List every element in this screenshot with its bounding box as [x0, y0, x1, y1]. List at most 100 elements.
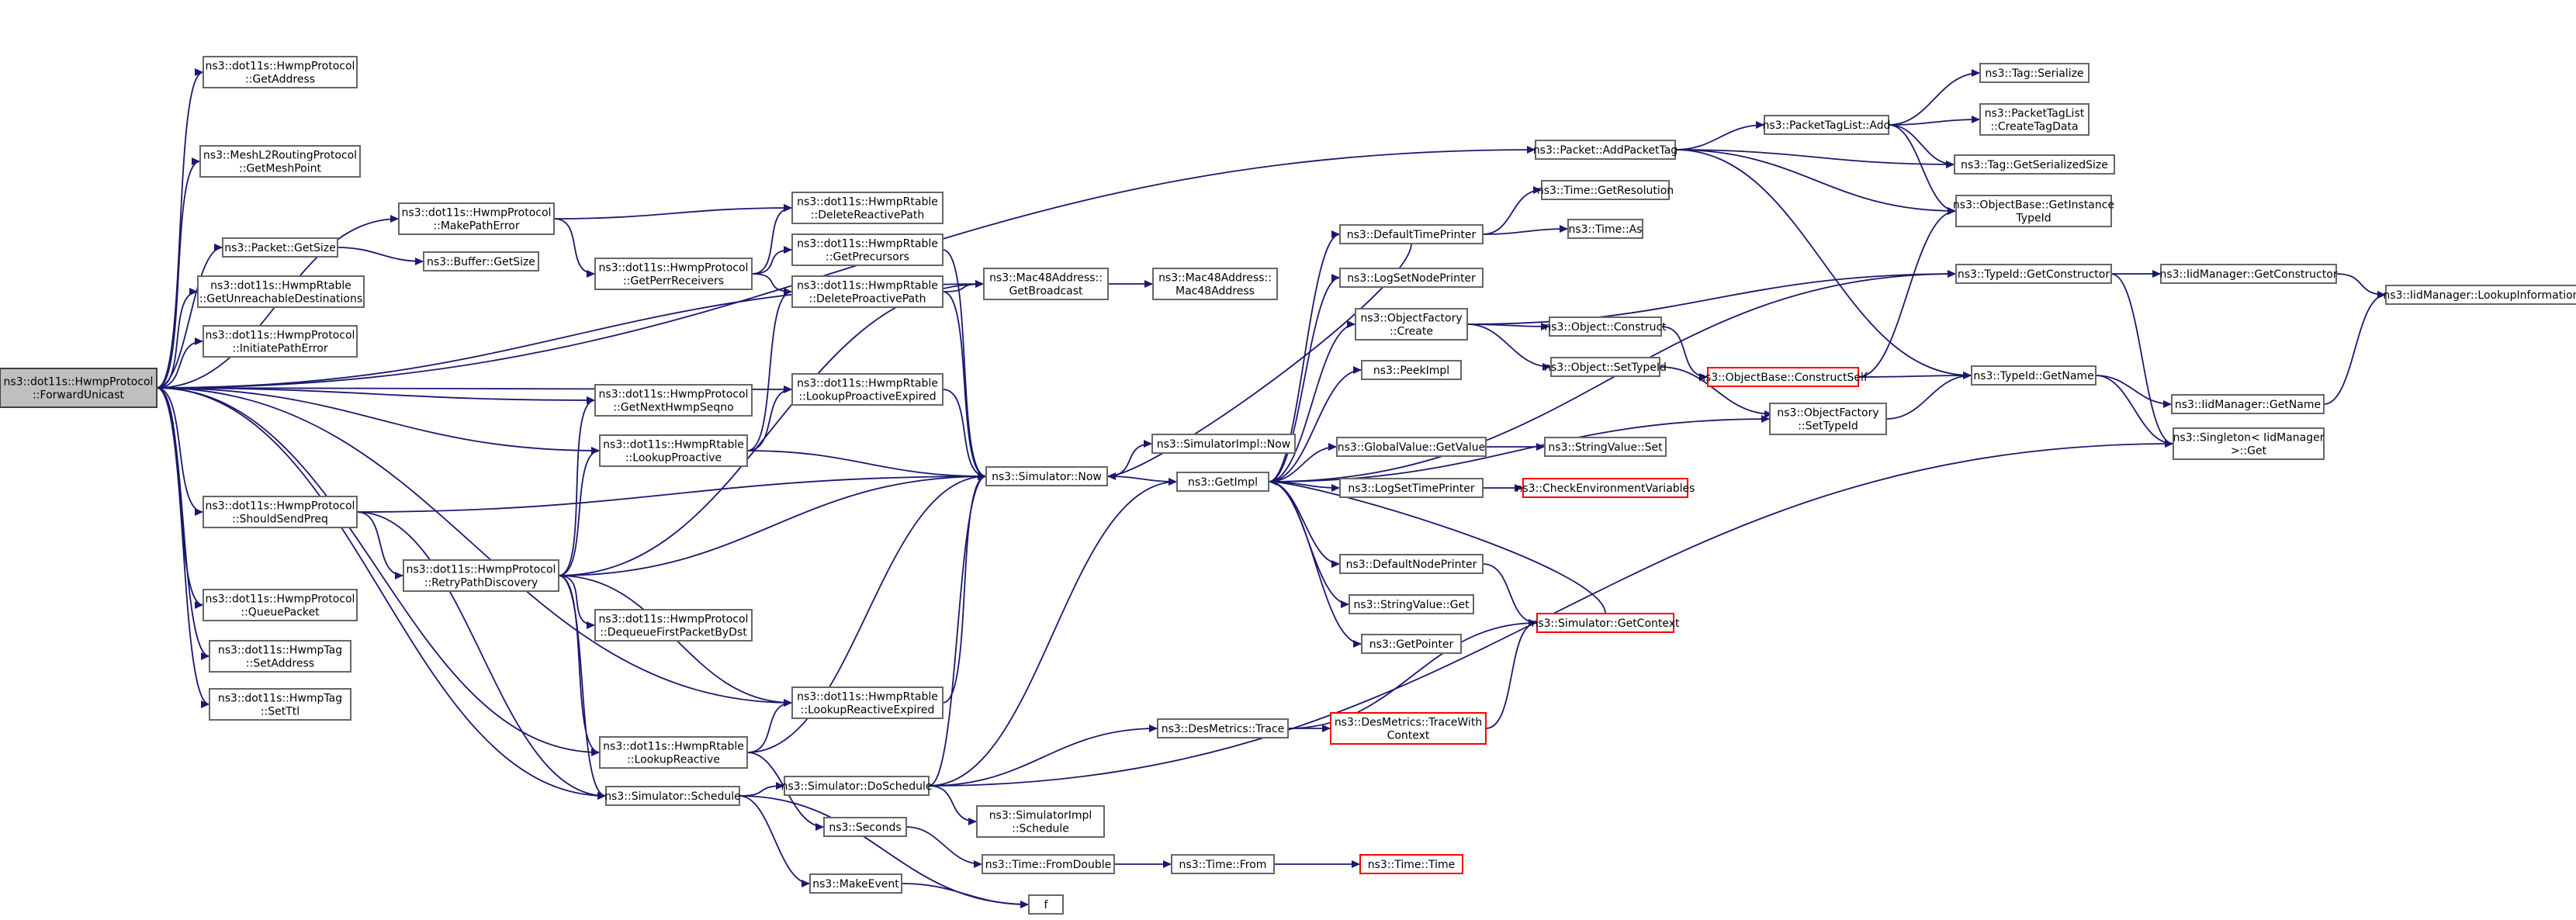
node-check-env[interactable]: ns3::CheckEnvironmentVariables: [1516, 478, 1695, 498]
node-get-context[interactable]: ns3::Simulator::GetContext: [1531, 613, 1680, 633]
node-get-address[interactable]: ns3::dot11s::HwmpProtocol::GetAddress: [203, 56, 358, 88]
node-label-line: ns3::dot11s::HwmpProtocol: [402, 207, 552, 220]
node-f[interactable]: f: [1028, 894, 1064, 915]
node-global-get-value[interactable]: ns3::GlobalValue::GetValue: [1336, 437, 1487, 457]
node-label-line: ns3::Time::GetResolution: [1537, 185, 1674, 197]
edge-get-precursors-to-sim-now: [942, 249, 987, 477]
arrowhead: [1764, 410, 1773, 418]
edge-get-impl-to-get-pointer: [1268, 481, 1362, 645]
node-lookup-proactive[interactable]: ns3::dot11s::HwmpRtable::LookupProactive: [599, 434, 748, 467]
arrowhead: [201, 700, 209, 708]
edge-packet-tag-list-add-to-create-tag-data: [1888, 119, 1981, 126]
node-get-broadcast[interactable]: ns3::Mac48Address::GetBroadcast: [983, 268, 1109, 300]
node-default-time-printer[interactable]: ns3::DefaultTimePrinter: [1339, 224, 1484, 244]
edge-root-to-lookup-reactive-expired: [156, 387, 793, 704]
node-box: [203, 496, 358, 528]
node-label-line: ns3::dot11s::HwmpProtocol: [206, 61, 355, 73]
node-time-time[interactable]: ns3::Time::Time: [1359, 854, 1463, 874]
node-default-node-printer[interactable]: ns3::DefaultNodePrinter: [1339, 554, 1484, 574]
node-box: [605, 786, 740, 806]
node-seconds[interactable]: ns3::Seconds: [823, 817, 907, 837]
node-box: [1359, 854, 1463, 874]
node-packet-tag-list-add[interactable]: ns3::PacketTagList::Add: [1762, 115, 1891, 135]
node-obj-factory-set-type-id[interactable]: ns3::ObjectFactory::SetTypeId: [1769, 403, 1887, 435]
edge-should-send-preq-to-sim-now: [356, 476, 987, 513]
node-lookup-reactive-expired[interactable]: ns3::dot11s::HwmpRtable::LookupReactiveE…: [791, 687, 943, 719]
node-type-id-get-constructor[interactable]: ns3::TypeId::GetConstructor: [1955, 264, 2112, 284]
node-iid-get-constructor[interactable]: ns3::IidManager::GetConstructor: [2159, 264, 2338, 284]
node-delete-reactive[interactable]: ns3::dot11s::HwmpRtable::DeleteReactiveP…: [791, 192, 943, 224]
node-make-path-error[interactable]: ns3::dot11s::HwmpProtocol::MakePathError: [398, 202, 555, 235]
node-delete-proactive[interactable]: ns3::dot11s::HwmpRtable::DeleteProactive…: [791, 275, 943, 308]
node-label-line: ns3::DesMetrics::Trace: [1162, 723, 1285, 735]
node-root[interactable]: ns3::dot11s::HwmpProtocol::ForwardUnicas…: [0, 368, 158, 408]
arrowhead: [1331, 484, 1340, 492]
node-log-set-node-printer[interactable]: ns3::LogSetNodePrinter: [1339, 268, 1484, 288]
node-lookup-reactive[interactable]: ns3::dot11s::HwmpRtable::LookupReactive: [599, 736, 748, 769]
node-obj-set-type-id[interactable]: ns3::Object::SetTypeId: [1544, 357, 1667, 377]
node-get-precursors[interactable]: ns3::dot11s::HwmpRtable::GetPrecursors: [791, 233, 943, 266]
node-label-line: ::ForwardUnicast: [33, 389, 124, 402]
node-tag-serialize[interactable]: ns3::Tag::Serialize: [1979, 63, 2090, 83]
node-get-mesh-point[interactable]: ns3::MeshL2RoutingProtocol::GetMeshPoint: [199, 145, 361, 178]
node-label-line: ns3::Buffer::GetSize: [427, 256, 535, 268]
node-string-value-get[interactable]: ns3::StringValue::Get: [1349, 594, 1474, 614]
node-box: [1979, 103, 2090, 136]
node-box: [791, 233, 943, 266]
node-make-event[interactable]: ns3::MakeEvent: [809, 873, 902, 894]
node-tag-set-ttl[interactable]: ns3::dot11s::HwmpTag::SetTtl: [209, 688, 351, 721]
node-box: [203, 325, 358, 358]
node-retry-path[interactable]: ns3::dot11s::HwmpProtocol::RetryPathDisc…: [403, 559, 559, 592]
node-sim-schedule[interactable]: ns3::Simulator::Schedule: [604, 786, 741, 806]
node-lookup-proactive-expired[interactable]: ns3::dot11s::HwmpRtable::LookupProactive…: [791, 373, 943, 406]
node-label-line: ns3::dot11s::HwmpTag: [218, 645, 342, 657]
node-create-tag-data[interactable]: ns3::PacketTagList::CreateTagData: [1979, 103, 2090, 136]
node-label-line: ns3::DefaultNodePrinter: [1346, 559, 1477, 571]
node-obj-base-construct-self[interactable]: ns3::ObjectBase::ConstructSelf: [1698, 367, 1868, 387]
node-sim-now[interactable]: ns3::Simulator::Now: [985, 466, 1108, 486]
node-peek-impl[interactable]: ns3::PeekImpl: [1361, 360, 1462, 380]
node-get-unreachable[interactable]: ns3::dot11s::HwmpRtable::GetUnreachableD…: [197, 275, 365, 308]
node-packet-get-size[interactable]: ns3::Packet::GetSize: [222, 237, 338, 258]
node-queue-packet[interactable]: ns3::dot11s::HwmpProtocol::QueuePacket: [203, 589, 358, 621]
node-sim-do-schedule[interactable]: ns3::Simulator::DoSchedule: [781, 776, 933, 796]
arrowhead: [1331, 274, 1340, 282]
node-add-packet-tag[interactable]: ns3::Packet::AddPacketTag: [1533, 140, 1678, 160]
arrowhead: [1163, 860, 1172, 868]
node-singleton-get[interactable]: ns3::Singleton< IidManager>::Get: [2173, 427, 2325, 460]
arrowhead: [390, 215, 399, 223]
node-label-line: ns3::dot11s::HwmpProtocol: [4, 376, 154, 389]
node-box: [1339, 478, 1484, 498]
node-time-from[interactable]: ns3::Time::From: [1171, 854, 1275, 874]
node-type-id-get-name[interactable]: ns3::TypeId::GetName: [1971, 365, 2096, 386]
node-initiate-path-error[interactable]: ns3::dot11s::HwmpProtocol::InitiatePathE…: [203, 325, 358, 358]
node-should-send-preq[interactable]: ns3::dot11s::HwmpProtocol::ShouldSendPre…: [203, 496, 358, 528]
node-iid-get-name[interactable]: ns3::IidManager::GetName: [2171, 394, 2325, 414]
node-box: [1979, 63, 2090, 83]
node-sim-impl-schedule[interactable]: ns3::SimulatorImpl::Schedule: [976, 805, 1105, 838]
node-from-double[interactable]: ns3::Time::FromDouble: [982, 854, 1115, 874]
node-des-trace[interactable]: ns3::DesMetrics::Trace: [1157, 718, 1289, 738]
node-obj-factory-create[interactable]: ns3::ObjectFactory::Create: [1355, 308, 1468, 341]
node-tag-set-address[interactable]: ns3::dot11s::HwmpTag::SetAddress: [209, 640, 351, 673]
node-label-line: ns3::LogSetNodePrinter: [1347, 272, 1476, 285]
node-obj-construct[interactable]: ns3::Object::Construct: [1544, 316, 1667, 337]
node-time-get-resolution[interactable]: ns3::Time::GetResolution: [1537, 180, 1674, 200]
node-time-as[interactable]: ns3::Time::As: [1567, 219, 1643, 239]
node-box: [1955, 195, 2112, 227]
node-dequeue-first[interactable]: ns3::dot11s::HwmpProtocol::DequeueFirstP…: [594, 609, 753, 642]
node-get-next-seqno[interactable]: ns3::dot11s::HwmpProtocol::GetNextHwmpSe…: [594, 384, 753, 417]
node-label-line: ns3::ObjectBase::ConstructSelf: [1698, 372, 1868, 384]
node-get-impl[interactable]: ns3::GetImpl: [1176, 472, 1269, 492]
node-get-perr-receivers[interactable]: ns3::dot11s::HwmpProtocol::GetPerrReceiv…: [594, 258, 753, 290]
node-get-pointer[interactable]: ns3::GetPointer: [1361, 634, 1462, 654]
node-mac48ctor[interactable]: ns3::Mac48Address::Mac48Address: [1152, 268, 1278, 300]
node-iid-lookup-info[interactable]: ns3::IidManager::LookupInformation: [2383, 285, 2576, 305]
node-log-set-time-printer[interactable]: ns3::LogSetTimePrinter: [1339, 478, 1484, 498]
node-buffer-get-size[interactable]: ns3::Buffer::GetSize: [423, 251, 539, 272]
node-sim-impl-now[interactable]: ns3::SimulatorImpl::Now: [1151, 434, 1296, 454]
node-tag-get-serialized-size[interactable]: ns3::Tag::GetSerializedSize: [1954, 154, 2115, 175]
node-string-value-set[interactable]: ns3::StringValue::Set: [1544, 437, 1667, 457]
